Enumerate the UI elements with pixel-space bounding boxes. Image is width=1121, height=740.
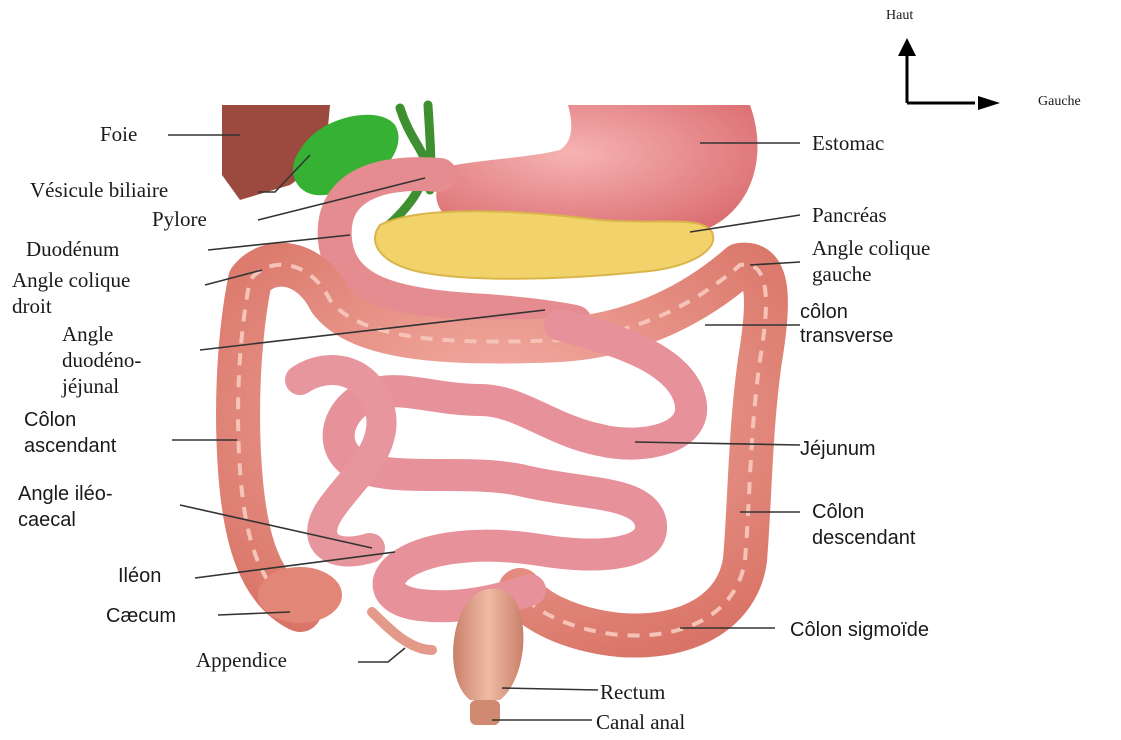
label-duodenum: Duodénum bbox=[26, 237, 119, 261]
label-foie: Foie bbox=[100, 122, 137, 146]
label-colon-ascendant-1: Côlon bbox=[24, 408, 76, 432]
label-colon-transverse-2: transverse bbox=[800, 324, 893, 348]
label-pylore: Pylore bbox=[152, 207, 207, 231]
label-angle-duodeno-jejunal-1: Angle bbox=[62, 322, 113, 346]
label-angle-colique-gauche-2: gauche bbox=[812, 262, 871, 286]
label-canal-anal: Canal anal bbox=[596, 710, 685, 734]
label-caecum: Cæcum bbox=[106, 604, 176, 628]
label-appendice: Appendice bbox=[196, 648, 287, 672]
up-arrow-icon bbox=[898, 38, 916, 56]
left-side-direction-label: Gauche bbox=[1038, 94, 1081, 110]
orientation-indicator bbox=[907, 50, 975, 103]
label-angle-colique-gauche-1: Angle colique bbox=[812, 236, 930, 260]
small-intestine-shape bbox=[339, 325, 691, 606]
label-angle-colique-droit-1: Angle colique bbox=[12, 268, 130, 292]
label-colon-transverse-1: côlon bbox=[800, 300, 848, 324]
label-ileon: Iléon bbox=[118, 564, 161, 588]
label-colon-sigmoide: Côlon sigmoïde bbox=[790, 618, 929, 642]
label-angle-ileo-caecal-1: Angle iléo- bbox=[18, 482, 113, 506]
label-pancreas: Pancréas bbox=[812, 203, 887, 227]
label-jejunum: Jéjunum bbox=[800, 437, 876, 461]
label-angle-duodeno-jejunal-2: duodéno- bbox=[62, 348, 141, 372]
label-angle-colique-droit-2: droit bbox=[12, 294, 52, 318]
label-angle-ileo-caecal-2: caecal bbox=[18, 508, 76, 532]
label-vesicule-biliaire: Vésicule biliaire bbox=[30, 178, 168, 202]
pancreas-shape bbox=[375, 211, 713, 279]
label-colon-descendant-2: descendant bbox=[812, 526, 915, 550]
label-colon-ascendant-2: ascendant bbox=[24, 434, 116, 458]
caecum-shape bbox=[258, 567, 342, 623]
label-angle-duodeno-jejunal-3: jéjunal bbox=[62, 374, 119, 398]
label-estomac: Estomac bbox=[812, 131, 884, 155]
anal-canal-shape bbox=[470, 700, 500, 725]
right-arrow-icon bbox=[978, 96, 1000, 110]
up-direction-label: Haut bbox=[886, 8, 913, 24]
label-colon-descendant-1: Côlon bbox=[812, 500, 864, 524]
label-rectum: Rectum bbox=[600, 680, 665, 704]
